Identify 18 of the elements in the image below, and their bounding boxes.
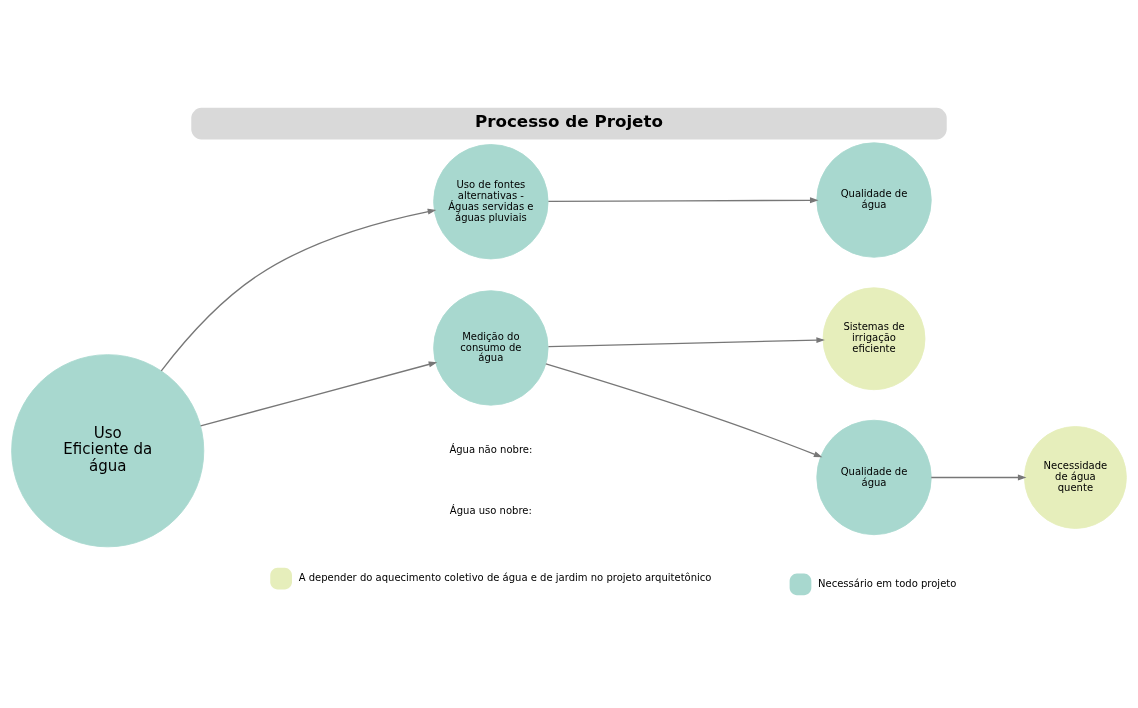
arrow: [199, 361, 438, 427]
node-circle: Medição do consumo de água: [433, 290, 549, 406]
legend-label: A depender do aquecimento coletivo de água e de jardim no projeto arquitetônico: [298, 572, 712, 584]
node-circle: Necessidade de água quente: [1024, 426, 1127, 529]
node-circle: Qualidade de água: [816, 419, 932, 536]
node-circle: Qualidade de água: [816, 142, 932, 258]
legend-label: Necessário em todo projeto: [818, 578, 957, 590]
node-circle: Sistemas de irrigação eficiente: [822, 287, 926, 391]
arrow: [547, 337, 825, 348]
arrow: [930, 474, 1027, 481]
arrow: [547, 197, 819, 204]
node-circle: Uso de fontes alternativas - Águas servidas e águas pluviais: [433, 144, 549, 260]
label: Água uso nobre:: [449, 504, 532, 516]
arrow: [545, 363, 823, 458]
node-circle: Uso Eficiente da água: [11, 354, 205, 548]
diagram-title: Processo de Projeto: [474, 110, 663, 131]
label: Água não nobre:: [449, 444, 533, 456]
arrow: [160, 208, 437, 372]
